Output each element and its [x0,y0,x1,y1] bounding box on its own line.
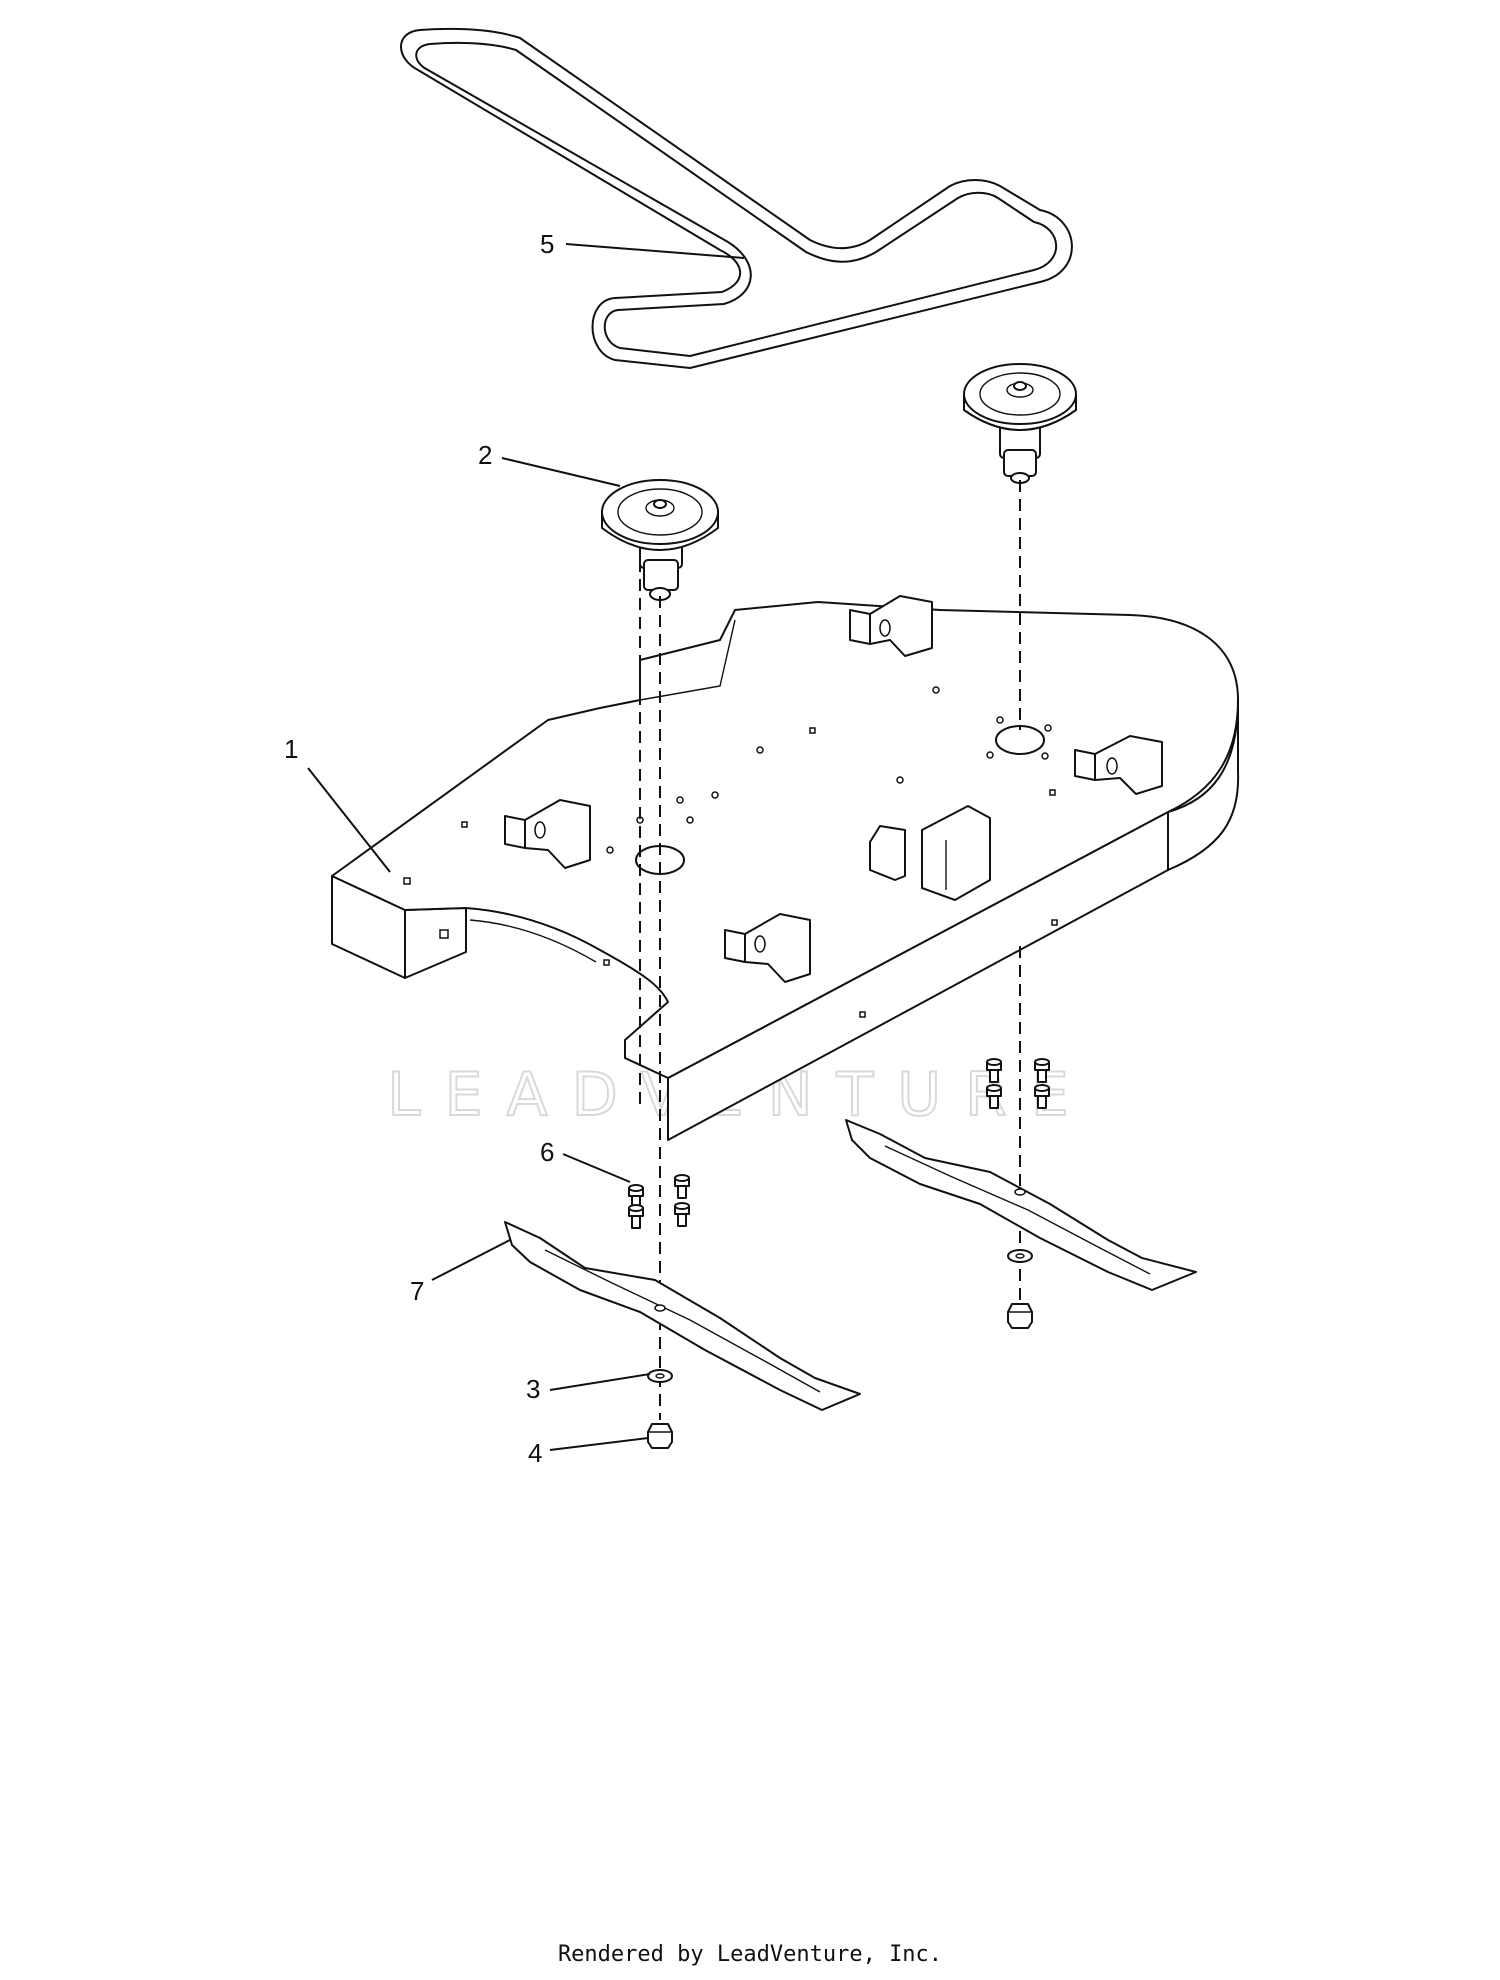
bolts-left[interactable] [628,1174,690,1229]
footer-credit: Rendered by LeadVenture, Inc. [557,1942,943,1967]
spindle-pulley-left[interactable] [601,479,719,601]
nut-right[interactable] [1007,1303,1033,1329]
belt[interactable] [400,27,1073,369]
callout-6: 6 [540,1137,554,1167]
callout-4: 4 [528,1438,542,1468]
spindle-pulley-right[interactable] [963,363,1077,484]
blade-left[interactable] [504,1221,861,1411]
bolts-right[interactable] [986,1058,1050,1109]
washer-left[interactable] [647,1369,673,1383]
callout-7: 7 [410,1276,424,1306]
callout-labels: 1 2 3 4 5 6 7 [284,229,554,1468]
deck-housing[interactable] [331,595,1240,1141]
callout-1: 1 [284,734,298,764]
leader-lines [307,243,745,1451]
nut-left[interactable] [647,1423,673,1449]
blade-right[interactable] [845,1119,1197,1291]
washer-right[interactable] [1007,1249,1033,1263]
callout-5: 5 [540,229,554,259]
callout-2: 2 [478,440,492,470]
callout-3: 3 [526,1374,540,1404]
